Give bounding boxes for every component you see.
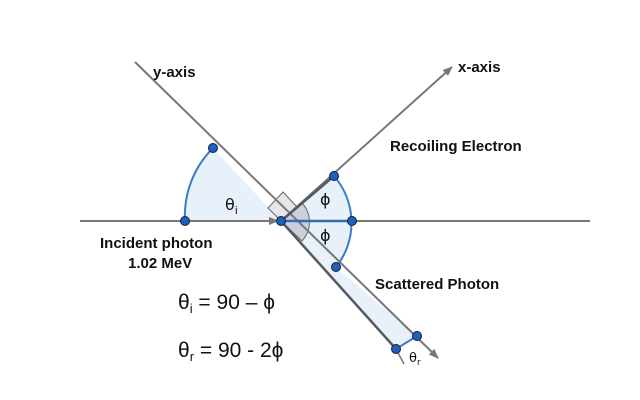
theta-r-sector (281, 221, 417, 349)
equation-theta-r: θr = 90 - 2ϕ (178, 339, 283, 364)
phi-lower-label: ϕ (320, 226, 331, 245)
scattered-photon-line (280, 220, 397, 350)
y-axis-label: y-axis (153, 64, 196, 81)
point (347, 216, 357, 226)
center-point (276, 216, 286, 226)
electron-line (280, 175, 335, 222)
theta-i-arc (183, 147, 214, 222)
recoiling-electron-label: Recoiling Electron (390, 138, 522, 155)
theta-i-label: θi (225, 195, 238, 217)
scattered-photon-label: Scattered Photon (375, 276, 499, 293)
x-axis-label: x-axis (458, 59, 501, 76)
equation-theta-i: θi = 90 – ϕ (178, 291, 275, 316)
point (331, 262, 341, 272)
incident-photon-label: Incident photon (100, 235, 212, 252)
phi-upper-label: ϕ (320, 190, 331, 209)
point (329, 171, 339, 181)
point (208, 143, 218, 153)
incident-energy-label: 1.02 MeV (128, 255, 192, 272)
theta-i-sector (184, 148, 281, 221)
point (180, 216, 190, 226)
point (412, 331, 422, 341)
theta-r-label: θr (409, 351, 421, 368)
point (391, 344, 401, 354)
y-axis-line (134, 61, 439, 359)
